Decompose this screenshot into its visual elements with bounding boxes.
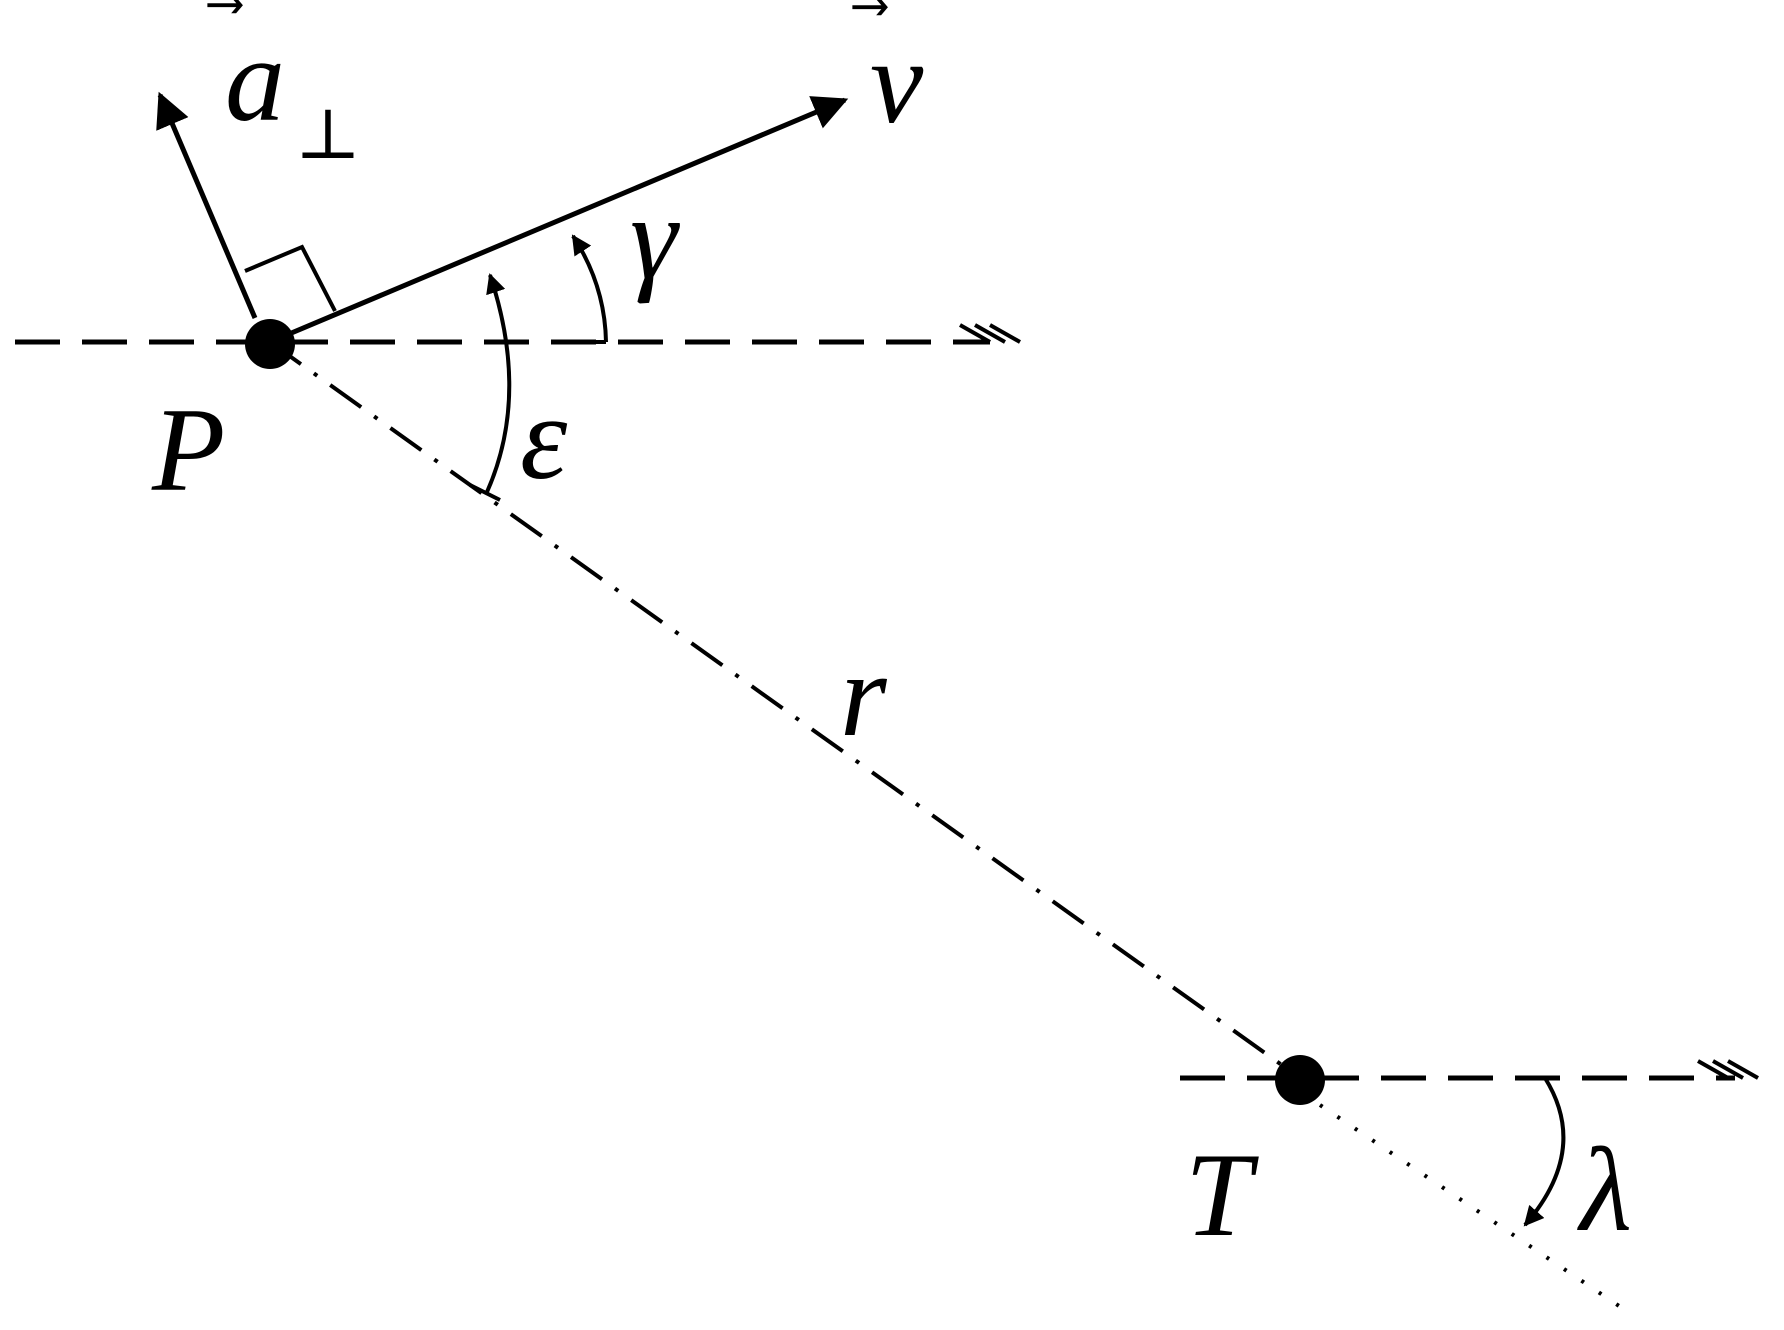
- velocity-vector-arrow: ⃗: [852, 0, 888, 16]
- reference-hatch-p: [959, 323, 1021, 344]
- reference-hatch-t: [1697, 1059, 1759, 1080]
- acceleration-vector: [156, 91, 258, 319]
- velocity-label: v: [870, 15, 924, 148]
- pursuer-label: P: [151, 383, 225, 516]
- velocity-vector: [269, 96, 849, 345]
- gamma-label: γ: [630, 171, 680, 304]
- perpendicular-subscript: ⊥: [295, 93, 361, 175]
- right-angle-marker: [244, 244, 337, 312]
- lambda-arc: [1523, 1076, 1566, 1227]
- target-point: [1275, 1055, 1325, 1105]
- gamma-arc: [571, 234, 608, 343]
- pursuer-point: [245, 319, 295, 369]
- acceleration-label: a: [225, 13, 285, 146]
- epsilon-arc: [485, 273, 512, 493]
- lambda-label: λ: [1577, 1123, 1632, 1256]
- epsilon-arc-tick: [469, 483, 501, 502]
- range-label: r: [840, 628, 888, 761]
- line-of-sight-r: [268, 340, 1302, 1080]
- acceleration-vector-arrow: ⃗: [207, 0, 243, 14]
- target-label: T: [1185, 1128, 1259, 1261]
- epsilon-label: ε: [520, 371, 568, 504]
